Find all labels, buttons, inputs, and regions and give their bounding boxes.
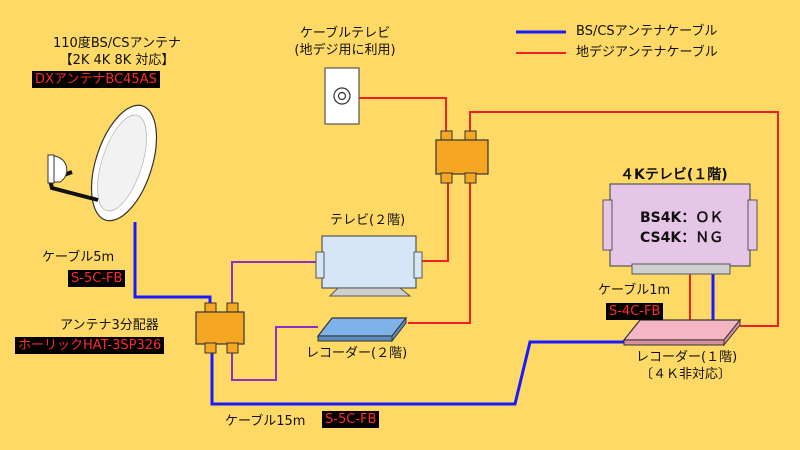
recorder-icon-2f bbox=[316, 316, 408, 343]
parabolic-dish-icon bbox=[47, 104, 158, 222]
terrestrial-cables bbox=[346, 97, 779, 327]
cable-15m-label: ケーブル15m bbox=[225, 414, 306, 429]
recorder1-note: 〔４Ｋ非対応〕 bbox=[640, 367, 732, 382]
wall-tv-note: (地デジ用に利用) bbox=[294, 43, 396, 58]
tv2-label: テレビ(２階) bbox=[330, 213, 406, 228]
bs-cable-splitter-tv2 bbox=[231, 261, 320, 308]
splitter-model: ホーリックHAT-3SP326 bbox=[15, 337, 165, 354]
bs-cables-upstairs bbox=[231, 261, 320, 381]
cable-5m-label: ケーブル5m bbox=[42, 250, 115, 265]
tv-cable-splitter-rec1 bbox=[469, 111, 779, 327]
tv4k-cs4k: CS4K：ＮＧ bbox=[640, 230, 724, 246]
antenna-spec: 【2K 4K 8K 対応】 bbox=[59, 53, 175, 68]
wall-outlet-icon bbox=[324, 67, 360, 125]
recorder1-label: レコーダー(１階) bbox=[636, 350, 738, 365]
antenna-title: 110度BS/CSアンテナ bbox=[53, 36, 181, 51]
cable-5m-model: S-5C-FB bbox=[68, 270, 126, 287]
legend-tv-label: 地デジアンテナケーブル bbox=[576, 45, 718, 60]
cable-1m-model: S-4C-FB bbox=[606, 303, 664, 320]
legend-bs-label: BS/CSアンテナケーブル bbox=[576, 24, 718, 39]
tv4k-bs4k: BS4K：ＯＫ bbox=[640, 210, 724, 226]
recorder2-label: レコーダー(２階) bbox=[306, 346, 408, 361]
bs-cable-splitter-rec2 bbox=[231, 326, 318, 381]
splitter-icon-main bbox=[195, 302, 245, 354]
wall-tv-title: ケーブルテレビ bbox=[299, 26, 391, 41]
splitter-label: アンテナ3分配器 bbox=[60, 318, 159, 333]
tv-icon-1f bbox=[602, 183, 758, 275]
recorder-icon-1f bbox=[622, 318, 742, 347]
tv-cable-outlet-splitter bbox=[346, 97, 447, 136]
bs-cable-dish-splitter bbox=[133, 222, 212, 308]
splitter-icon-top bbox=[435, 130, 489, 184]
tv-cable-splitter-tv2 bbox=[418, 178, 449, 262]
tv4k-title: ４Kテレビ(１階) bbox=[620, 167, 728, 183]
antenna-model: DXアンテナBC45AS bbox=[32, 71, 160, 88]
bs-cable-splitter-rec1 bbox=[210, 340, 628, 406]
cable-1m-label: ケーブル1m bbox=[598, 283, 671, 298]
tv-cable-splitter-rec2 bbox=[408, 178, 471, 324]
cable-15m-model: S-5C-FB bbox=[322, 411, 380, 428]
tv-icon-2f bbox=[315, 235, 423, 297]
